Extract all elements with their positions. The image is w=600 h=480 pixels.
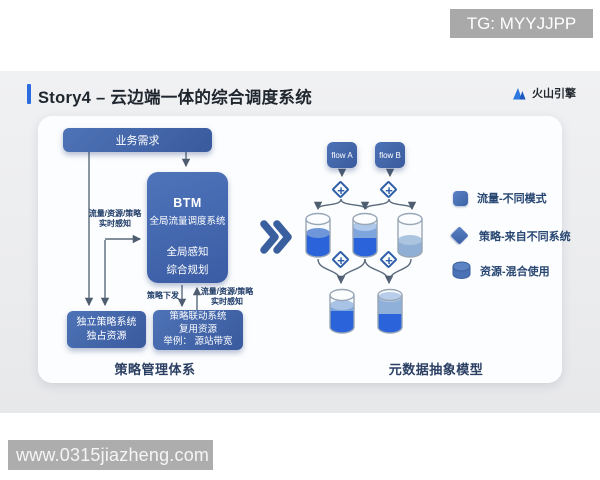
- caption-policy-management: 策略管理体系: [114, 362, 196, 377]
- label-realtime-perception-right: 流量/资源/策略 实时感知: [196, 287, 258, 308]
- btm-line-overall-planning: 综合规划: [166, 264, 209, 276]
- node-flow-b: flow B: [375, 142, 405, 168]
- node-btm-system: BTM 全局流量调度系统 全局感知 综合规划: [147, 172, 228, 283]
- linkage-line3: 举例： 源站带宽: [163, 336, 233, 348]
- resource-cylinder-1: [305, 212, 331, 258]
- plus-icon: +: [385, 252, 393, 268]
- policy-diamond-node: +: [379, 180, 399, 200]
- perceive-right-line2: 实时感知: [211, 297, 243, 307]
- resource-cylinder-3: [397, 212, 423, 258]
- node-flow-a: flow A: [327, 142, 357, 168]
- title-accent-bar: [27, 84, 31, 104]
- legend-row-traffic: 流量-不同模式: [453, 190, 547, 206]
- caption-metadata-model: 元数据抽象模型: [388, 362, 484, 377]
- legend-row-policy: 策略-来自不同系统: [450, 226, 571, 246]
- node-independent-policy-system: 独立策略系统 独占资源: [67, 311, 146, 348]
- resource-cylinder-2: [352, 212, 378, 258]
- policy-diamond-node: +: [331, 250, 351, 270]
- legend-row-resource: 资源-混合使用: [452, 261, 550, 280]
- linkage-line2: 复用资源: [178, 323, 217, 335]
- btm-title: BTM: [173, 196, 202, 210]
- policy-diamond-node: +: [331, 180, 351, 200]
- node-business-demand: 业务需求: [63, 128, 212, 152]
- slide-title: Story4 – 云边端一体的综合调度系统: [38, 89, 312, 107]
- plus-icon: +: [385, 182, 393, 198]
- plus-icon: +: [337, 252, 345, 268]
- square-icon: [453, 190, 468, 206]
- plus-icon: +: [337, 182, 345, 198]
- brand-logo: 火山引擎: [511, 85, 576, 101]
- btm-subtitle: 全局流量调度系统: [149, 216, 226, 227]
- btm-line-global-perception: 全局感知: [166, 246, 209, 258]
- perceive-left-line2: 实时感知: [99, 219, 131, 229]
- telegram-watermark: TG: MYYJJPP: [450, 9, 593, 38]
- policy-diamond-node: +: [379, 250, 399, 270]
- label-policy-dispatch: 策略下发: [147, 291, 179, 300]
- independent-line2: 独占资源: [86, 330, 127, 342]
- perceive-left-line1: 流量/资源/策略: [88, 209, 142, 218]
- legend-label-policy: 策略-来自不同系统: [479, 231, 571, 243]
- resource-cylinder-4: [329, 288, 355, 334]
- node-policy-linkage-system: 策略联动系统 复用资源 举例： 源站带宽: [153, 310, 243, 350]
- label-realtime-perception-left: 流量/资源/策略 实时感知: [84, 209, 146, 230]
- resource-cylinder-5: [377, 288, 403, 334]
- website-watermark: www.0315jiazheng.com: [8, 440, 213, 470]
- perceive-right-line1: 流量/资源/策略: [200, 287, 254, 296]
- diamond-icon: [450, 226, 470, 246]
- legend-label-traffic: 流量-不同模式: [477, 193, 547, 205]
- legend-label-resource: 资源-混合使用: [480, 265, 550, 278]
- cylinder-icon: [452, 261, 471, 279]
- double-chevron-icon: [260, 220, 292, 254]
- volcano-mountain-icon: [513, 87, 526, 99]
- independent-line1: 独立策略系统: [76, 317, 137, 328]
- linkage-line1: 策略联动系统: [169, 311, 227, 323]
- brand-name: 火山引擎: [532, 88, 576, 100]
